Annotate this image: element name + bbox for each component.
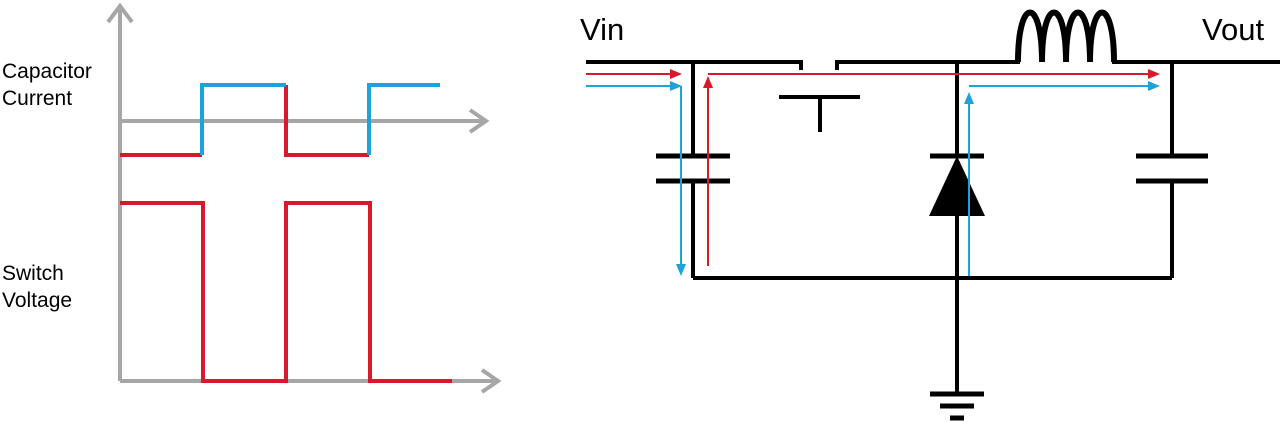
waveform-plot [106,2,502,394]
red-arrowhead-capacitor [703,76,713,88]
red-arrowhead-input [670,69,682,79]
vin-label: Vin [580,12,625,47]
blue-arrowhead-diode [964,92,974,104]
capacitor-current-axis-arrowhead [468,108,490,134]
red-arrowhead-output [1148,69,1160,79]
buck-circuit [586,9,1280,421]
switch-node-wire [835,60,1020,70]
capacitor-current-red-segment-2 [284,85,369,157]
capacitor-current-label-line-2: Current [2,87,73,110]
input-rail-wire [586,60,803,70]
switch-voltage-axis-arrowhead [480,368,502,394]
waveform-y-axis-arrowhead [106,2,134,24]
switch-voltage-waveform [120,201,452,383]
switch-voltage-label-line-2: Voltage [2,289,73,312]
capacitor-current-label-line-1: Capacitor [2,60,92,83]
inductor-coil [1015,9,1117,63]
current-paths [586,69,1160,276]
capacitor-current-label: Capacitor Current [2,58,92,112]
vout-label: Vout [1202,12,1265,47]
switch-voltage-label: Switch Voltage [2,260,72,314]
switch-voltage-label-line-1: Switch [2,262,64,285]
capacitor-current-blue-segment-1 [200,83,286,155]
blue-arrowhead-input [670,81,682,91]
blue-arrowhead-capacitor [676,264,686,276]
blue-arrowhead-output [1148,81,1160,91]
diode-triangle [929,156,985,216]
capacitor-current-blue-segment-2 [367,83,440,155]
